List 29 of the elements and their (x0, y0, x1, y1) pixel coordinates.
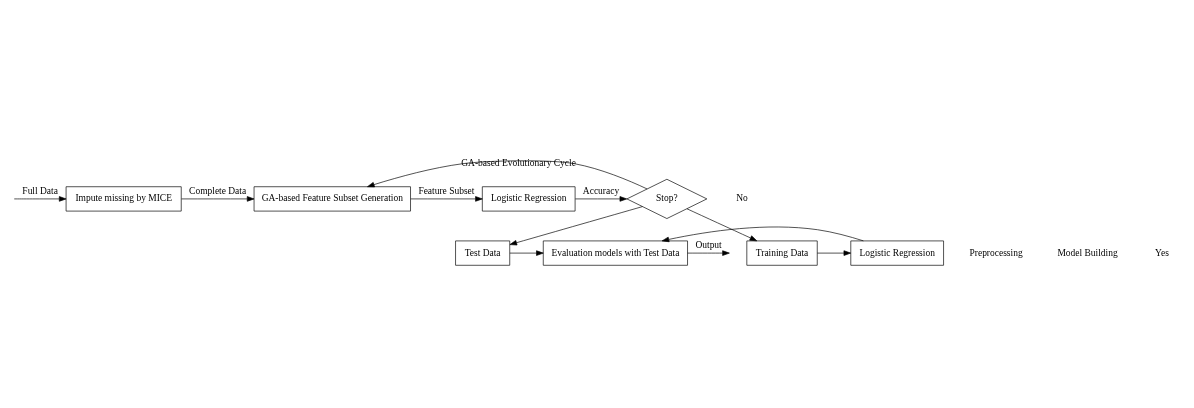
node-box: Impute missing by MICE (65, 185, 182, 211)
node-box: GA-based Feature Subset Generation (253, 185, 411, 211)
edge-label: Output (695, 239, 722, 250)
label: Preprocessing (969, 247, 1023, 258)
node-diamond: Stop? (626, 178, 708, 219)
node-box: Test Data (455, 240, 511, 266)
arrow (367, 159, 648, 189)
node-box: Logistic Regression (850, 240, 944, 266)
arrow (509, 249, 544, 256)
label: Model Building (1057, 247, 1118, 258)
edge-label: Feature Subset (418, 185, 475, 196)
edge-label: Accuracy (582, 185, 620, 196)
arrow (410, 195, 483, 202)
node-box: Training Data (746, 240, 818, 266)
label: No (736, 192, 748, 203)
edge-label: GA-based Evolutionary Cycle (461, 157, 576, 168)
arrow (687, 249, 730, 256)
edge-label: Complete Data (189, 185, 247, 196)
arrow (574, 195, 628, 202)
arrow (509, 205, 643, 245)
arrow (817, 249, 852, 256)
node-box: Logistic Regression (481, 185, 576, 211)
arrow (686, 207, 758, 241)
arrow (661, 226, 864, 242)
edge-label: Full Data (22, 185, 58, 196)
arrow (181, 195, 255, 202)
arrow (13, 195, 67, 202)
label: Yes (1155, 247, 1169, 258)
node-box: Evaluation models with Test Data (542, 240, 688, 266)
